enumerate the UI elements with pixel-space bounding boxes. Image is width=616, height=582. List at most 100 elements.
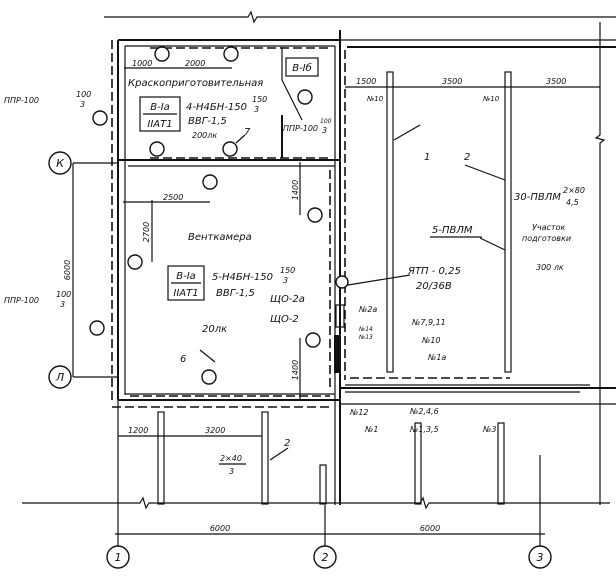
break-lines (22, 10, 616, 510)
axis-col-3: 3 (537, 551, 544, 564)
lamp-icon (222, 141, 238, 157)
prep-name-1: Участок (532, 223, 565, 232)
outdoor-lamp-label-2: ППР-100 (4, 296, 39, 305)
vent-frac-bottom: 3 (283, 276, 288, 285)
dim-1200: 1200 (128, 426, 148, 435)
paint-callout: 7 (244, 127, 251, 138)
transformer-label: ЯТП - 0,25 (407, 266, 461, 277)
lamp-icon (127, 254, 143, 270)
outdoor-lamp-icon (89, 320, 105, 336)
walls (117, 30, 616, 505)
line-14: №14 (358, 326, 373, 333)
lower-callout: 2 (284, 438, 290, 449)
transformer-icon (335, 275, 349, 289)
axis-col-2: 2 (322, 551, 329, 564)
prep-fixture: 30-ПВЛМ (514, 192, 561, 203)
dim-2500: 2500 (163, 193, 183, 202)
outdoor-lamp-frac-top-2: 100 (56, 290, 71, 299)
prep-frac-top: 2×80 (563, 186, 585, 195)
paint-lux: 200лк (192, 131, 217, 140)
line-3: №3 (482, 425, 496, 434)
dim-3500-b: 3500 (546, 77, 566, 86)
line-1: №1 (364, 425, 378, 434)
panel-a-label: ЩО-2а (270, 294, 305, 305)
lamp-icon (297, 89, 313, 105)
row-callout-1: 1 (424, 152, 430, 163)
lower-frac-top: 2×40 (220, 454, 242, 463)
line-13: №13 (358, 334, 373, 341)
outdoor-lamp-frac-top-3: 100 (320, 118, 332, 125)
line-12: №12 (349, 408, 369, 417)
outdoor-lamp-frac-top-1: 100 (76, 90, 91, 99)
lamps (89, 46, 349, 385)
line-1-3-5: №1,3,5 (409, 425, 439, 434)
line-2a: №2а (358, 305, 377, 314)
row-dimension: 6000 (63, 260, 72, 280)
line-2-4-6: №2,4,6 (409, 407, 439, 416)
lower-frac-bottom: 3 (229, 467, 234, 476)
prep-lux: 300 лк (536, 263, 564, 272)
outdoor-lamp-frac-bottom-3: 3 (322, 126, 327, 135)
dim-2000: 2000 (185, 59, 205, 68)
dim-1400-top: 1400 (291, 180, 300, 200)
col-dimension-2: 6000 (420, 524, 440, 533)
vent-callout: 6 (180, 354, 186, 365)
outdoor-lamp-frac-bottom-2: 3 (60, 300, 65, 309)
paint-class-bottom: IIАТ1 (147, 119, 172, 130)
lamp-icon (305, 332, 321, 348)
axis-2-bubble (313, 545, 337, 569)
lamp-icon (223, 46, 239, 62)
vent-fixture: 5-Н4БН-150 (212, 272, 273, 283)
paint-class-top: В-Iа (150, 102, 170, 113)
row-label: 5-ПВЛМ (432, 225, 473, 236)
dim-1500: 1500 (356, 77, 376, 86)
axis-row-k: К (56, 157, 65, 170)
dim-3500-a: 3500 (442, 77, 462, 86)
line-1a: №1а (427, 353, 446, 362)
axis-3-bubble (528, 545, 552, 569)
paint-fixture: 4-Н4БН-150 (186, 102, 247, 113)
axis-col-1: 1 (115, 551, 122, 564)
vent-class-top: В-Iа (176, 271, 196, 282)
row-no-10-b: №10 (482, 95, 500, 103)
panel-icon (335, 304, 345, 328)
axis-1-bubble (106, 545, 130, 569)
paint-frac-bottom: 3 (254, 105, 259, 114)
lamp-icon (201, 369, 217, 385)
outdoor-lamp-frac-bottom-1: 3 (80, 100, 85, 109)
col-dimension-1: 6000 (210, 524, 230, 533)
room-name-paint: Краскоприготовительная (128, 78, 263, 89)
panel-icon (334, 335, 341, 373)
outdoor-lamp-label-3: ППР-100 (283, 124, 318, 133)
transformer-rating: 20/36В (416, 281, 452, 292)
outdoor-lamp-icon (92, 110, 108, 126)
outdoor-lamp-label-1: ППР-100 (4, 96, 39, 105)
dim-1400-bottom: 1400 (291, 360, 300, 380)
lamp-icon (202, 174, 218, 190)
vent-class-bottom: IIАТ1 (173, 288, 198, 299)
line-10: №10 (421, 336, 441, 345)
lamp-icon (307, 207, 323, 223)
lamp-icon (154, 46, 170, 62)
lamp-icon (149, 141, 165, 157)
small-room-class: В-Iб (292, 62, 312, 74)
dim-3200: 3200 (205, 426, 225, 435)
line-7-9-11: №7,9,11 (411, 318, 446, 327)
wiring (111, 40, 590, 408)
dim-2700: 2700 (142, 222, 151, 242)
axis-row-l: Л (55, 371, 64, 384)
prep-name-2: подготовки (522, 234, 571, 243)
leaders (72, 67, 600, 546)
axis-bubbles (48, 151, 552, 569)
fluorescent-rows (157, 71, 512, 505)
room-name-vent: Венткамера (188, 232, 252, 243)
dim-1000: 1000 (132, 59, 152, 68)
paint-frac-top: 150 (252, 95, 267, 104)
vent-frac-top: 150 (280, 266, 295, 275)
paint-cable: ВВГ-1,5 (188, 116, 227, 127)
axis-l-bubble (48, 365, 72, 389)
vent-lux: 20лк (202, 324, 227, 335)
prep-frac-bottom: 4,5 (566, 198, 579, 207)
